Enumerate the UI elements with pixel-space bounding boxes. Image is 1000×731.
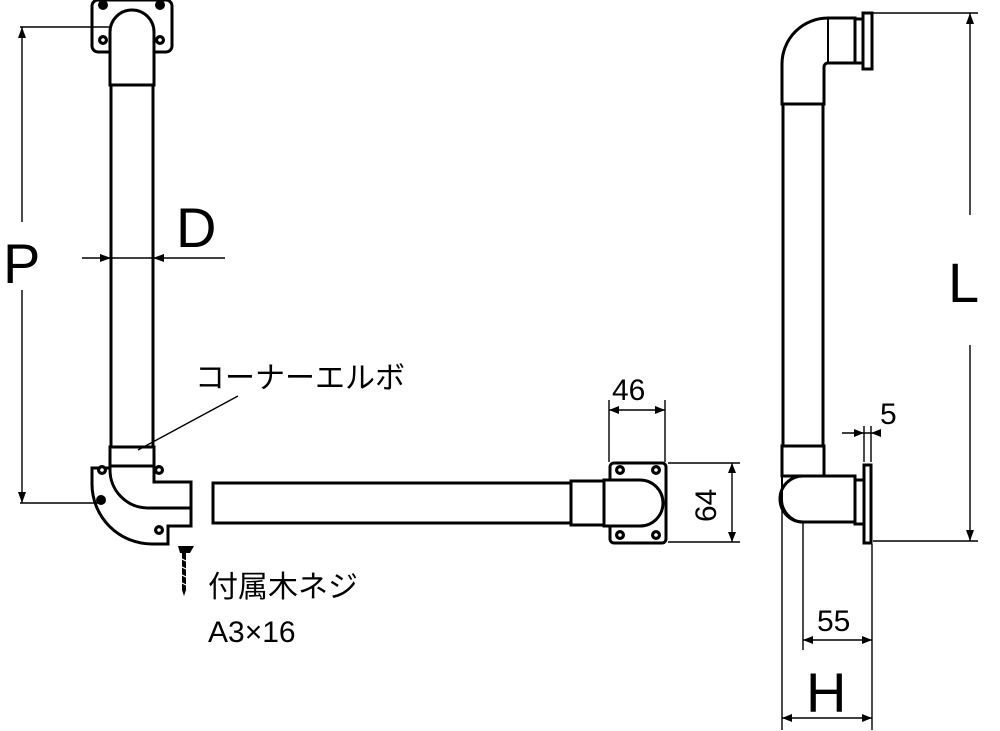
dimension-l: L (873, 12, 979, 542)
label-screw-size: A3×16 (208, 616, 296, 649)
end-wall-flange (602, 461, 668, 545)
label-46: 46 (612, 374, 645, 407)
dimension-46: 46 (608, 374, 666, 462)
dimension-h: H (781, 500, 872, 730)
side-view (778, 11, 874, 545)
label-64: 64 (690, 489, 723, 522)
label-screw-name: 付属木ネジ (208, 571, 358, 604)
dimension-p: P (3, 26, 110, 504)
label-d: D (176, 196, 216, 259)
vertical-bar-assembly (90, 0, 193, 546)
wood-screw: 付属木ネジ A3×16 (178, 546, 358, 649)
label-55: 55 (817, 605, 850, 638)
dimension-d: D (82, 196, 225, 262)
label-corner-elbow: コーナーエルボ (195, 362, 405, 395)
dimension-64: 64 (668, 462, 740, 543)
corner-elbow-callout: コーナーエルボ (137, 362, 405, 451)
dimension-55: 55 (802, 522, 873, 730)
corner-elbow (90, 464, 193, 546)
label-l: L (948, 251, 979, 314)
dimension-5: 5 (842, 398, 897, 462)
label-5: 5 (880, 398, 897, 431)
label-p: P (3, 232, 40, 295)
horizontal-bar-assembly (211, 461, 668, 545)
label-h: H (806, 661, 846, 724)
